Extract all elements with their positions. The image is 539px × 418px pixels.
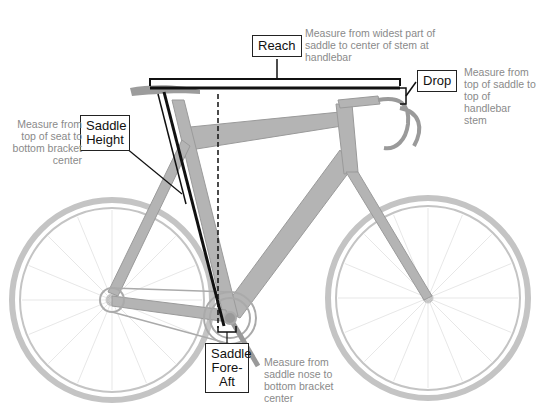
spoke	[428, 298, 429, 388]
reach-leader	[276, 59, 278, 79]
measurement-note: Measure from saddle nose to bottom brack…	[264, 356, 346, 404]
handlebar	[378, 99, 419, 148]
spoke	[78, 300, 112, 383]
top-tube	[180, 112, 342, 150]
reach-line	[150, 87, 400, 90]
spoke	[428, 208, 429, 298]
measurement-box: Saddle Height	[80, 115, 130, 151]
chain	[112, 288, 230, 344]
measurement-box: Saddle Fore-Aft	[205, 343, 249, 393]
drop-bracket	[400, 88, 406, 104]
reach-bracket	[150, 79, 400, 86]
measurement-note: Measure from widest part of saddle to ce…	[305, 27, 447, 63]
spoke	[29, 266, 112, 300]
measurement-note: Measure from top of saddle to top of han…	[464, 66, 536, 126]
measurement-note: Measure from top of seat to bottom brack…	[6, 118, 82, 166]
saddle-height-bracket	[158, 94, 186, 204]
saddle-height-line	[164, 92, 224, 326]
measurement-lines	[126, 59, 416, 350]
spoke	[338, 298, 428, 299]
drop-leader	[406, 82, 416, 96]
spoke	[78, 217, 112, 300]
measurement-name: Reach	[258, 39, 296, 53]
fork	[346, 172, 432, 300]
seat-tube	[172, 100, 238, 318]
cassette	[100, 288, 124, 312]
spoke	[428, 298, 511, 332]
stem	[338, 96, 380, 108]
spoke	[428, 215, 462, 298]
fore-aft-line	[217, 94, 219, 328]
down-tube	[222, 150, 352, 318]
measurement-box: Drop	[417, 70, 457, 92]
measurement-name: Drop	[423, 74, 451, 88]
spoke	[364, 298, 428, 362]
frame	[108, 96, 432, 322]
saddle-height-leader	[126, 148, 182, 194]
spoke	[428, 298, 518, 299]
chainring	[204, 292, 256, 344]
spoke	[394, 298, 428, 381]
spoke	[428, 264, 511, 298]
chainring-inner	[210, 298, 250, 338]
spoke	[29, 300, 112, 334]
spoke	[428, 234, 492, 298]
fore-aft-bracket	[218, 326, 236, 332]
head-tube	[336, 104, 358, 174]
spoke	[48, 300, 112, 364]
spoke	[112, 300, 113, 390]
bottom-bracket	[224, 312, 236, 324]
measurement-name: Saddle Height	[86, 119, 124, 147]
spoke	[48, 236, 112, 300]
spoke	[22, 300, 112, 301]
measurement-box: Reach	[252, 35, 302, 57]
seat-stay	[108, 140, 190, 296]
spoke	[112, 300, 146, 383]
spoke	[428, 298, 462, 381]
measurement-name: Saddle Fore-Aft	[211, 347, 243, 389]
spoke	[428, 298, 492, 362]
spoke	[345, 298, 428, 332]
